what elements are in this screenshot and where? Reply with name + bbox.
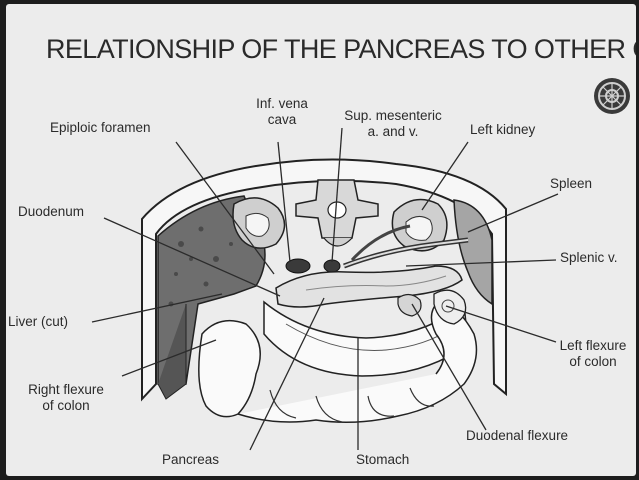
label-sup-mesenteric-line1: Sup. mesenteric xyxy=(340,108,446,124)
label-left-flexure-line2: of colon xyxy=(550,354,636,370)
label-inf-vena-cava-line1: Inf. vena xyxy=(252,96,312,112)
label-liver-cut: Liver (cut) xyxy=(8,314,68,330)
label-inf-vena-cava-line2: cava xyxy=(252,112,312,128)
label-duodenal-flexure: Duodenal flexure xyxy=(466,428,568,444)
label-spleen: Spleen xyxy=(550,176,592,192)
label-left-kidney: Left kidney xyxy=(470,122,535,138)
slide: RELATIONSHIP OF THE PANCREAS TO OTHER OR… xyxy=(6,4,636,476)
label-splenic-v: Splenic v. xyxy=(560,250,618,266)
label-epiploic-foramen: Epiploic foramen xyxy=(50,120,151,136)
label-right-flexure-line1: Right flexure xyxy=(14,382,118,398)
label-left-flexure: Left flexure of colon xyxy=(550,338,636,370)
label-sup-mesenteric-line2: a. and v. xyxy=(340,124,446,140)
label-stomach: Stomach xyxy=(356,452,409,468)
label-duodenum: Duodenum xyxy=(18,204,84,220)
label-inf-vena-cava: Inf. vena cava xyxy=(252,96,312,128)
label-right-flexure-line2: of colon xyxy=(14,398,118,414)
label-sup-mesenteric: Sup. mesenteric a. and v. xyxy=(340,108,446,140)
label-pancreas: Pancreas xyxy=(162,452,219,468)
label-left-flexure-line1: Left flexure xyxy=(550,338,636,354)
rosette-logo-icon xyxy=(594,78,630,114)
label-right-flexure: Right flexure of colon xyxy=(14,382,118,414)
